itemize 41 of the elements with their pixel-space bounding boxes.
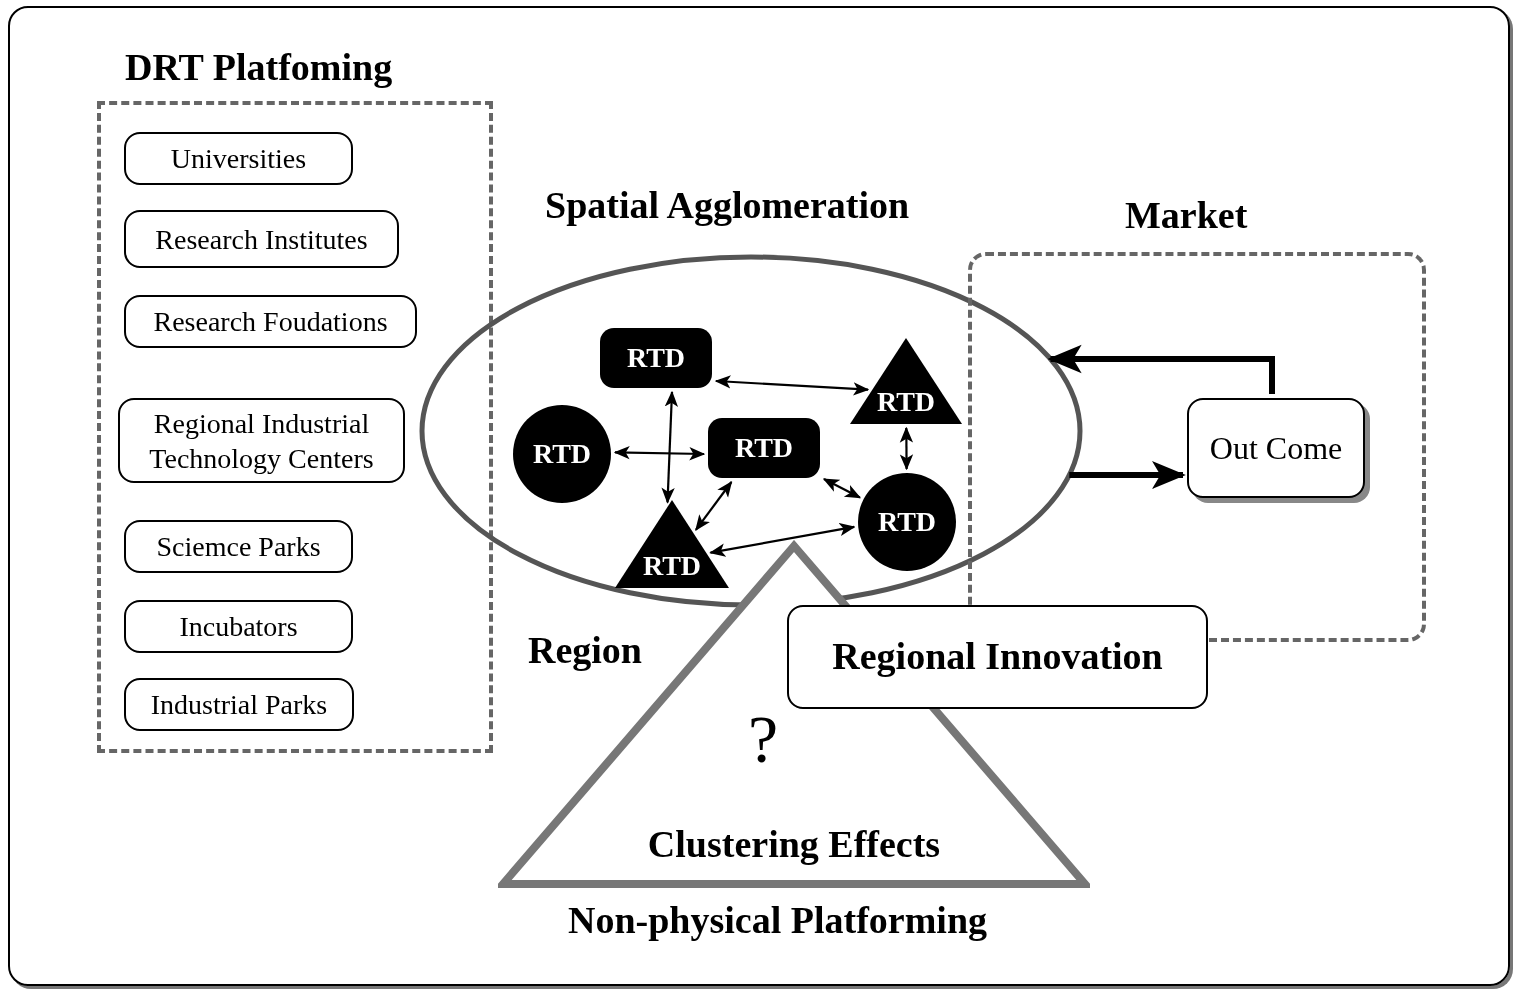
box-label: Regional Innovation xyxy=(832,634,1163,680)
arrow xyxy=(822,478,862,499)
box-label: Regional Industrial Technology Centers xyxy=(148,406,375,476)
triangle-label: Clustering Effects xyxy=(646,822,942,866)
node-label: RTD xyxy=(532,438,592,470)
rounded-box xyxy=(708,418,820,478)
platform-label: Non-physical Platforming xyxy=(568,898,988,942)
arrow xyxy=(1047,344,1275,394)
node-label: RTD xyxy=(877,506,937,538)
question-mark: ? xyxy=(748,705,779,773)
rounded-box xyxy=(600,328,712,388)
box-label: Sciemce Parks xyxy=(155,530,322,564)
box-label: Industrial Parks xyxy=(149,688,329,722)
area-heading: Spatial Agglomeration xyxy=(545,183,910,227)
arrow xyxy=(1069,460,1186,490)
box-label: Universities xyxy=(169,142,308,176)
arrow xyxy=(661,390,679,504)
rounded-box xyxy=(124,295,417,348)
rounded-box xyxy=(124,132,353,185)
arrow xyxy=(899,426,914,471)
box-label: Out Come xyxy=(1209,429,1343,468)
group-heading: DRT Platfoming xyxy=(125,45,393,89)
node-label: RTD xyxy=(641,552,703,580)
rounded-box xyxy=(787,605,1208,709)
box-label: Research Institutes xyxy=(154,222,369,257)
region-label: Region xyxy=(528,628,642,672)
box-label: Incubators xyxy=(178,610,299,644)
rounded-box xyxy=(124,210,399,268)
arrow xyxy=(695,480,733,531)
arrow xyxy=(709,522,856,557)
node-label: RTD xyxy=(626,342,686,374)
box-label: Research Foudations xyxy=(152,305,389,339)
group-heading: Market xyxy=(1125,193,1248,237)
rounded-box xyxy=(124,600,353,653)
rounded-box xyxy=(118,398,405,483)
rounded-box xyxy=(124,520,353,573)
arrow xyxy=(613,446,706,461)
node-label: RTD xyxy=(734,432,794,464)
arrow xyxy=(714,375,870,396)
node-label: RTD xyxy=(875,388,937,416)
rounded-box xyxy=(124,678,354,731)
